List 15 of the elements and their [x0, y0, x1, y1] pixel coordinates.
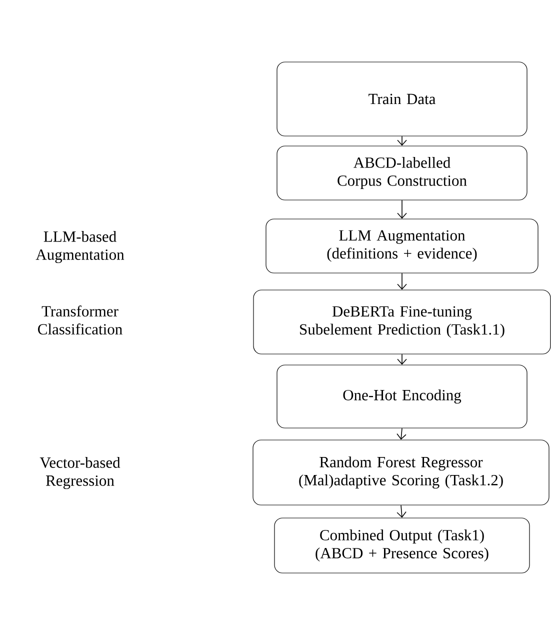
arrow	[397, 272, 407, 290]
process-box: Train Data	[276, 62, 528, 136]
process-box: DeBERTa Fine-tuning Subelement Prediction (Task1.1)	[253, 290, 551, 354]
process-box: One-Hot Encoding	[276, 364, 528, 428]
arrow	[397, 354, 407, 365]
process-box: LLM Augmentation (definitions + evidence)	[266, 218, 538, 274]
process-box: Random Forest Regressor (Mal)adaptive Scoring (Task1.2)	[252, 440, 550, 506]
side-label: Transformer Classification	[38, 305, 122, 335]
process-box: Combined Output (Task1) (ABCD + Presence Scores)	[274, 518, 530, 574]
arrow	[396, 504, 406, 518]
arrow	[396, 428, 406, 440]
side-label: LLM-based Augmentation	[36, 230, 124, 264]
process-box: ABCD-labelled Corpus Construction	[276, 146, 528, 200]
arrow	[397, 200, 407, 219]
side-label: Vector-based Regression	[40, 456, 120, 490]
